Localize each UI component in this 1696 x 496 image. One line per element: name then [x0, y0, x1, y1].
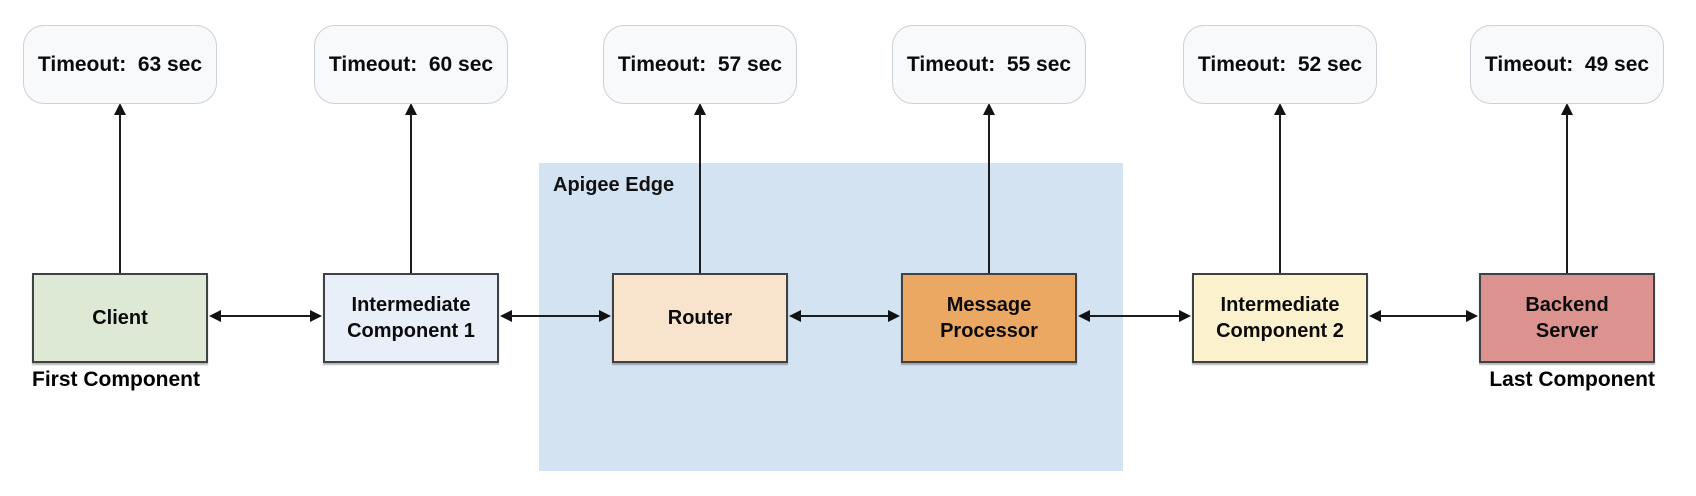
- arrow-line-client-ic1: [218, 315, 314, 317]
- timeout-text-intermediate-component-2: Timeout: 52 sec: [1197, 52, 1363, 76]
- timeout-text-intermediate-component-1: Timeout: 60 sec: [328, 52, 494, 76]
- arrow-up-icon-intermediate-component-1: [405, 103, 417, 115]
- arrow-left-icon-ic1-router: [500, 310, 512, 322]
- timeout-box-intermediate-component-2: Timeout: 52 sec: [1183, 25, 1377, 104]
- node-label-router: Router: [667, 307, 733, 329]
- caption-first-component: First Component: [32, 368, 200, 391]
- arrow-right-icon-mp-ic2: [1179, 310, 1191, 322]
- arrow-left-icon-client-ic1: [209, 310, 221, 322]
- apigee-edge-label: Apigee Edge: [553, 174, 675, 196]
- timeout-text-message-processor: Timeout: 55 sec: [906, 52, 1072, 76]
- arrow-right-icon-client-ic1: [310, 310, 322, 322]
- node-intermediate-component-2: Intermediate Component 2: [1192, 273, 1368, 363]
- node-label-backend-server: Backend Server: [1525, 294, 1609, 342]
- timeout-box-message-processor: Timeout: 55 sec: [892, 25, 1086, 104]
- timeout-box-backend-server: Timeout: 49 sec: [1470, 25, 1664, 104]
- arrow-left-icon-ic2-backend: [1369, 310, 1381, 322]
- node-intermediate-component-1: Intermediate Component 1: [323, 273, 499, 363]
- arrow-up-line-intermediate-component-2: [1279, 113, 1281, 273]
- timeout-box-router: Timeout: 57 sec: [603, 25, 797, 104]
- node-label-message-processor: Message Processor: [940, 294, 1038, 342]
- timeout-text-router: Timeout: 57 sec: [617, 52, 783, 76]
- node-label-intermediate-component-2: Intermediate Component 2: [1216, 294, 1344, 342]
- arrow-up-line-router: [699, 113, 701, 273]
- arrow-line-ic2-backend: [1378, 315, 1470, 317]
- arrow-up-line-message-processor: [988, 113, 990, 273]
- arrow-up-icon-router: [694, 103, 706, 115]
- arrow-line-router-mp: [798, 315, 892, 317]
- arrow-right-icon-router-mp: [888, 310, 900, 322]
- node-label-client: Client: [92, 307, 148, 329]
- timeout-text-backend-server: Timeout: 49 sec: [1484, 52, 1650, 76]
- arrow-up-icon-backend-server: [1561, 103, 1573, 115]
- arrow-up-line-intermediate-component-1: [410, 113, 412, 273]
- node-client: Client: [32, 273, 208, 363]
- node-backend-server: Backend Server: [1479, 273, 1655, 363]
- node-message-processor: Message Processor: [901, 273, 1077, 363]
- arrow-line-ic1-router: [509, 315, 602, 317]
- arrow-line-mp-ic2: [1087, 315, 1183, 317]
- arrow-up-icon-client: [114, 103, 126, 115]
- timeout-text-client: Timeout: 63 sec: [37, 52, 203, 76]
- node-label-intermediate-component-1: Intermediate Component 1: [347, 294, 475, 342]
- arrow-up-icon-intermediate-component-2: [1274, 103, 1286, 115]
- arrow-left-icon-router-mp: [789, 310, 801, 322]
- caption-last-component: Last Component: [1489, 368, 1655, 391]
- arrow-right-icon-ic1-router: [599, 310, 611, 322]
- node-router: Router: [612, 273, 788, 363]
- arrow-left-icon-mp-ic2: [1078, 310, 1090, 322]
- arrow-up-line-client: [119, 113, 121, 273]
- timeout-box-intermediate-component-1: Timeout: 60 sec: [314, 25, 508, 104]
- arrow-up-line-backend-server: [1566, 113, 1568, 273]
- arrow-right-icon-ic2-backend: [1466, 310, 1478, 322]
- timeout-box-client: Timeout: 63 sec: [23, 25, 217, 104]
- arrow-up-icon-message-processor: [983, 103, 995, 115]
